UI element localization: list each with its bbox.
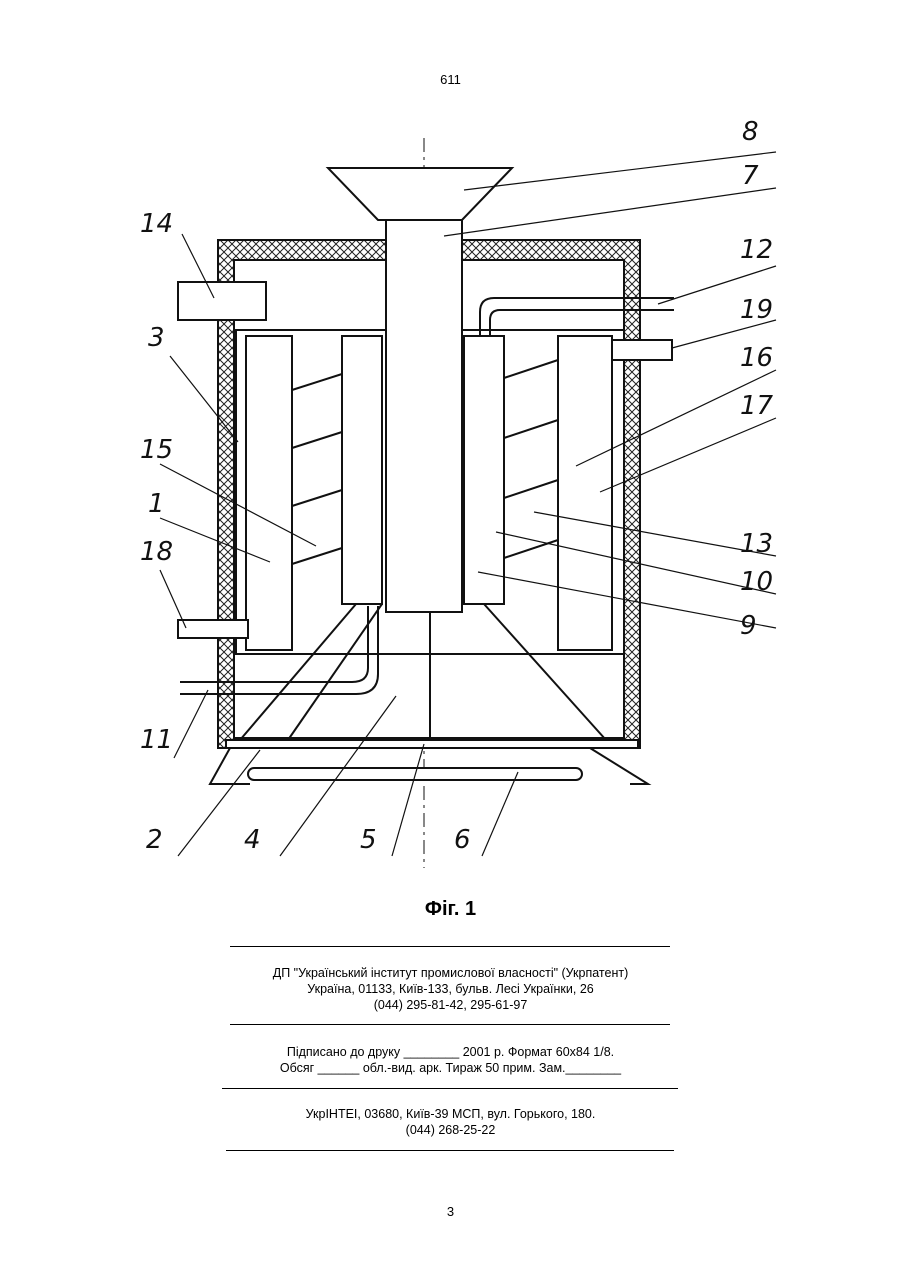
label-11: 11 xyxy=(140,725,173,755)
label-17: 17 xyxy=(740,391,774,421)
label-10: 10 xyxy=(740,567,773,597)
figure-caption: Фіг. 1 xyxy=(0,898,901,921)
label-6: 6 xyxy=(454,825,471,855)
label-12: 12 xyxy=(740,235,773,265)
imprint-press-line2: (044) 268-25-22 xyxy=(0,1122,901,1138)
label-16: 16 xyxy=(740,343,773,373)
imprint-print-line2: Обсяг ______ обл.-вид. арк. Тираж 50 при… xyxy=(0,1060,901,1076)
label-15: 15 xyxy=(140,435,173,465)
label-9: 9 xyxy=(740,611,757,641)
label-19: 19 xyxy=(740,295,773,325)
imprint-org-line2: Україна, 01133, Київ-133, бульв. Лесі Ук… xyxy=(0,981,901,997)
label-18: 18 xyxy=(140,537,173,567)
label-4: 4 xyxy=(244,825,261,855)
label-7: 7 xyxy=(742,161,759,191)
apparatus-body xyxy=(178,138,674,868)
label-3: 3 xyxy=(148,323,165,353)
label-2: 2 xyxy=(146,825,163,855)
divider xyxy=(222,1088,678,1089)
header-page-number: 611 xyxy=(0,72,901,87)
imprint-org-line1: ДП "Український інститут промислової вла… xyxy=(0,965,901,981)
imprint-print-line1: Підписано до друку ________ 2001 р. Форм… xyxy=(0,1044,901,1060)
label-13: 13 xyxy=(740,529,773,559)
imprint-press-line1: УкрІНТЕІ, 03680, Київ-39 МСП, вул. Горьк… xyxy=(0,1106,901,1122)
label-5: 5 xyxy=(360,825,377,855)
patent-drawing: 8 7 14 12 19 16 17 3 15 1 18 13 10 9 11 … xyxy=(120,108,790,878)
page-number: 3 xyxy=(0,1204,901,1219)
label-1: 1 xyxy=(148,489,165,519)
divider xyxy=(230,946,670,947)
divider xyxy=(226,1150,674,1151)
label-14: 14 xyxy=(140,209,173,239)
imprint-org-line3: (044) 295-81-42, 295-61-97 xyxy=(0,997,901,1013)
label-8: 8 xyxy=(742,117,759,147)
divider xyxy=(230,1024,670,1025)
